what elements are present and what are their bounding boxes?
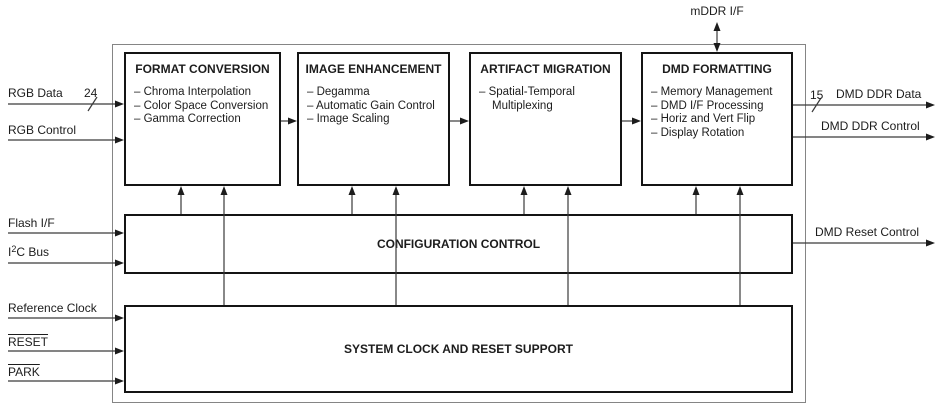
block-item: – Spatial-Temporal Multiplexing <box>479 86 575 112</box>
mddr-if-arrow <box>713 22 721 52</box>
rgb-data-arrow <box>8 96 124 112</box>
reference-clock-arrow <box>8 314 124 322</box>
dmd-ddr-control-arrow <box>793 133 935 141</box>
block-dmd-formatting: DMD FORMATTING – Memory Management – DMD… <box>641 52 793 186</box>
block-item: – Color Space Conversion <box>134 99 269 112</box>
block-item-list: – Spatial-Temporal Multiplexing <box>479 86 614 113</box>
i2c-superscript: 2 <box>11 244 17 254</box>
block-item-list: – Memory Management – DMD I/F Processing… <box>651 86 785 140</box>
block-format-conversion: FORMAT CONVERSION – Chroma Interpolation… <box>124 52 281 186</box>
block-item: – Display Rotation <box>651 126 745 139</box>
park-label: PARK <box>8 365 40 379</box>
block-title: DMD FORMATTING <box>662 62 772 76</box>
block-title: FORMAT CONVERSION <box>135 62 270 76</box>
bus-width-24-label: 24 <box>84 86 98 100</box>
i2c-bus-arrow <box>8 259 124 267</box>
rgb-control-arrow <box>8 136 124 144</box>
reset-arrow <box>8 347 124 355</box>
block-item: – Gamma Correction <box>134 113 241 126</box>
park-arrow <box>8 377 124 385</box>
rgb-control-label: RGB Control <box>8 123 77 137</box>
block-configuration-control: CONFIGURATION CONTROL <box>124 214 793 274</box>
i2c-base: I <box>8 245 12 259</box>
flash-if-label: Flash I/F <box>8 216 55 230</box>
fc-to-ie-arrow <box>281 117 297 125</box>
dmd-reset-control-arrow <box>793 239 935 247</box>
block-item-list: – Degamma – Automatic Gain Control – Ima… <box>307 86 442 127</box>
config-to-blocks-arrows <box>177 186 700 214</box>
block-system-clock-reset: SYSTEM CLOCK AND RESET SUPPORT <box>124 305 793 393</box>
block-item: – Image Scaling <box>307 113 390 126</box>
ie-to-am-arrow <box>450 117 469 125</box>
block-title: ARTIFACT MIGRATION <box>480 62 611 76</box>
bus-width-15-label: 15 <box>810 88 824 102</box>
reset-label: RESET <box>8 335 49 349</box>
block-image-enhancement: IMAGE ENHANCEMENT – Degamma – Automatic … <box>297 52 450 186</box>
mddr-if-label: mDDR I/F <box>690 4 744 18</box>
am-to-df-arrow <box>622 117 641 125</box>
flash-if-arrow <box>8 229 124 237</box>
i2c-rest: C Bus <box>16 245 50 259</box>
dmd-ddr-data-label: DMD DDR Data <box>836 87 922 101</box>
rgb-data-label: RGB Data <box>8 86 63 100</box>
dmd-reset-control-label: DMD Reset Control <box>815 225 920 239</box>
block-title: CONFIGURATION CONTROL <box>376 237 541 251</box>
block-item: – Chroma Interpolation <box>134 86 251 98</box>
block-item: – Horiz and Vert Flip <box>651 113 756 126</box>
block-item-list: – Chroma Interpolation – Color Space Con… <box>134 86 273 127</box>
i2c-bus-label: I2C Bus <box>8 244 50 259</box>
block-item: – DMD I/F Processing <box>651 99 764 112</box>
block-item: – Automatic Gain Control <box>307 99 435 112</box>
sysclock-to-blocks-arrows <box>220 186 744 305</box>
block-title: IMAGE ENHANCEMENT <box>305 62 442 76</box>
block-title: SYSTEM CLOCK AND RESET SUPPORT <box>344 342 573 356</box>
dmd-ddr-control-label: DMD DDR Control <box>821 119 920 133</box>
block-item: – Degamma <box>307 86 370 98</box>
block-item: – Memory Management <box>651 86 773 98</box>
reference-clock-label: Reference Clock <box>8 301 97 315</box>
block-artifact-migration: ARTIFACT MIGRATION – Spatial-Temporal Mu… <box>469 52 622 186</box>
dmd-ddr-data-arrow <box>793 97 935 113</box>
